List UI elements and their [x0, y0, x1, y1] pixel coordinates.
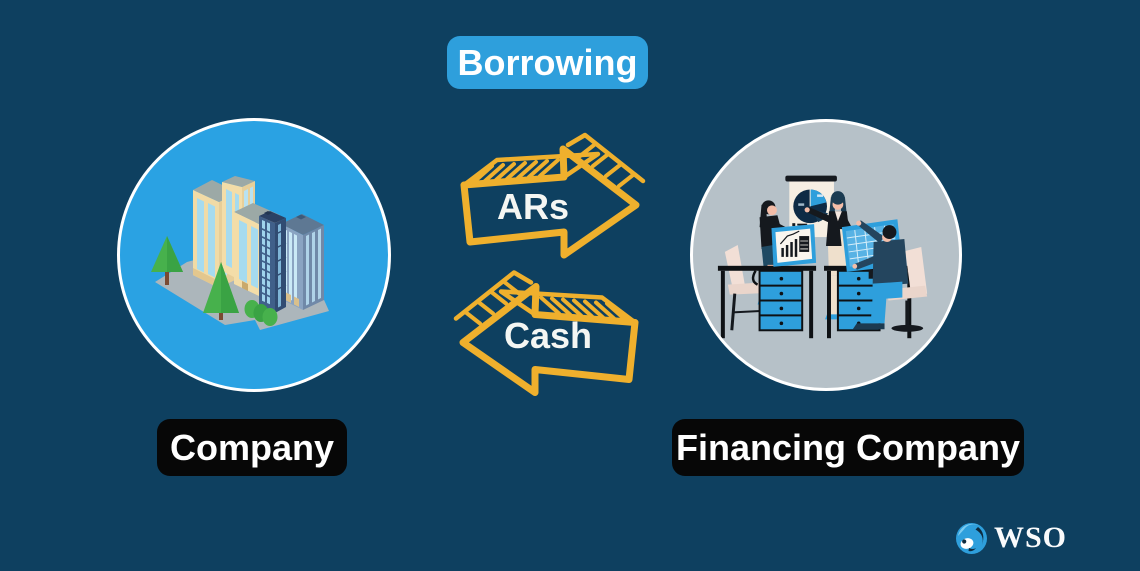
ars-flow-label: ARs: [497, 186, 570, 227]
borrowing-title-badge: Borrowing: [447, 36, 648, 89]
wso-logo: WSO: [955, 520, 1067, 556]
ars-flow: ARs: [452, 127, 647, 259]
office-buildings-illustration: [151, 176, 329, 330]
financing-company-label-text: Financing Company: [675, 426, 1021, 468]
financing-company-circle: [690, 119, 962, 391]
financing-company-label: Financing Company: [672, 419, 1024, 476]
company-label: Company: [157, 419, 347, 476]
wso-logo-text: WSO: [994, 521, 1068, 554]
company-circle: [117, 118, 391, 392]
wso-logo-icon: [956, 522, 987, 554]
borrowing-title-text: Borrowing: [457, 41, 638, 83]
cash-flow: Cash: [452, 264, 647, 397]
cash-flow-label: Cash: [504, 315, 593, 356]
ars-arrow-icon: [460, 132, 646, 259]
company-label-text: Company: [169, 426, 335, 468]
financing-team-illustration: [717, 175, 928, 339]
cash-arrow-icon: [453, 270, 639, 396]
